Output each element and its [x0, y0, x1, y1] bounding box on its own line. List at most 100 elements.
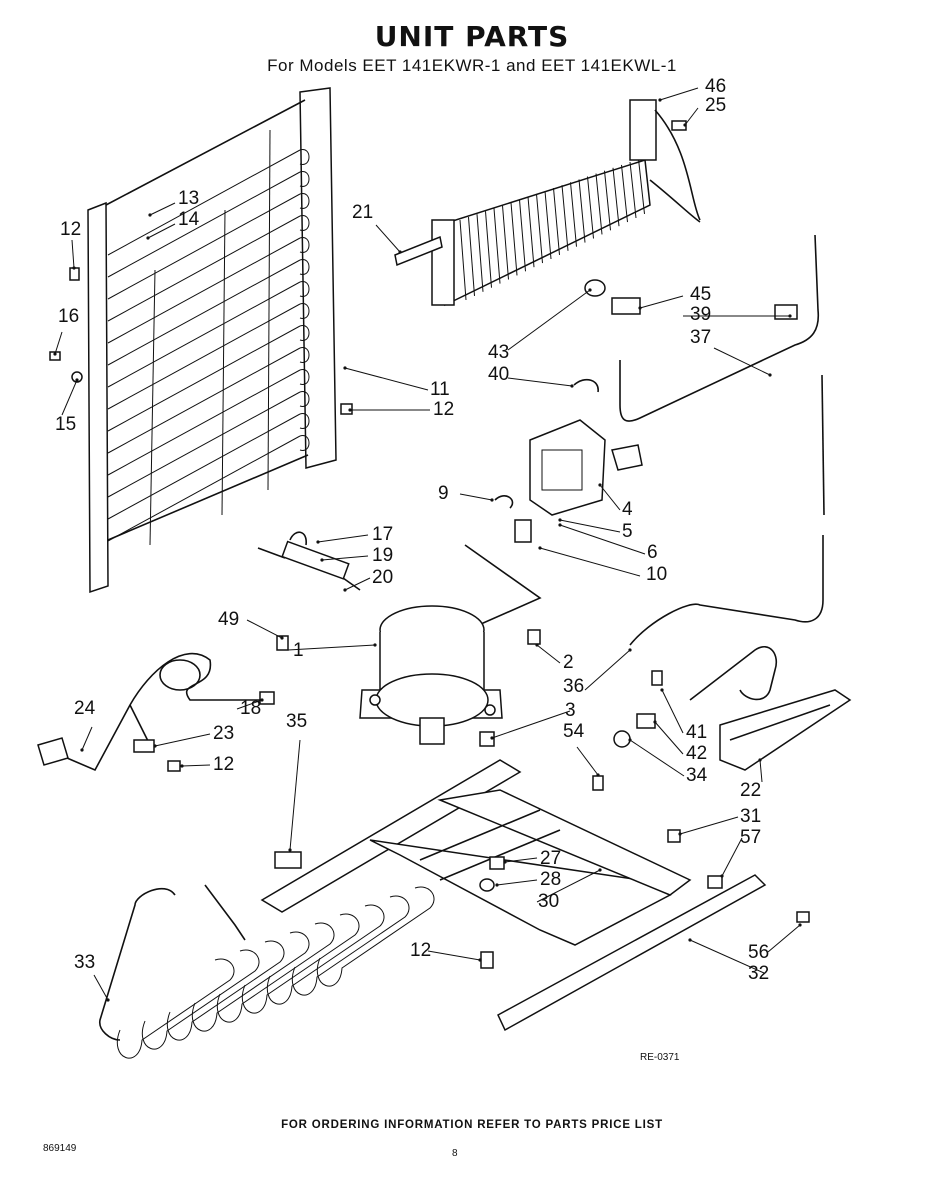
leader-line — [599, 484, 621, 511]
callout-12: 12 — [433, 399, 454, 420]
callout-12: 12 — [213, 754, 234, 775]
leader-arrow — [558, 523, 562, 527]
callout-49: 49 — [218, 609, 239, 630]
leader-line — [93, 974, 109, 1001]
callout-18: 18 — [240, 698, 261, 719]
leader-arrow — [146, 236, 150, 240]
leader-line — [61, 379, 78, 416]
callout-17: 17 — [372, 524, 393, 545]
leader-arrow — [503, 860, 507, 864]
leader-arrow — [153, 744, 157, 748]
leader-arrow — [598, 483, 602, 487]
callout-4: 4 — [622, 499, 633, 520]
leader-line — [689, 939, 765, 974]
callout-23: 23 — [213, 723, 234, 744]
leader-arrow — [538, 546, 542, 550]
callout-16: 16 — [58, 306, 79, 327]
part-callouts: 4625214539374340131412161511129456101719… — [55, 76, 769, 984]
leader-line — [147, 223, 176, 239]
evaporator-coil — [394, 99, 701, 307]
leader-line — [491, 710, 571, 739]
leader-arrow — [558, 518, 562, 522]
leader-arrow — [628, 648, 632, 652]
callout-45: 45 — [690, 284, 711, 305]
lower-condenser-coil — [99, 884, 435, 1059]
leader-arrow — [768, 373, 772, 377]
leader-line — [317, 534, 369, 543]
leader-line — [654, 721, 684, 755]
callout-28: 28 — [540, 869, 561, 890]
leader-line — [71, 239, 75, 269]
leader-line — [629, 739, 685, 777]
callout-6: 6 — [647, 542, 658, 563]
leader-arrow — [798, 923, 802, 927]
leader-arrow — [343, 366, 347, 370]
leader-line — [713, 347, 771, 376]
leader-line — [236, 699, 263, 710]
leader-line — [344, 577, 371, 591]
callout-22: 22 — [740, 780, 761, 801]
callout-19: 19 — [372, 545, 393, 566]
callout-32: 32 — [748, 963, 769, 984]
leader-arrow — [658, 98, 662, 102]
leader-arrow — [288, 848, 292, 852]
callout-25: 25 — [705, 95, 726, 116]
leader-line — [375, 224, 401, 253]
leader-arrow — [320, 558, 324, 562]
leader-line — [639, 295, 684, 309]
callout-30: 30 — [538, 891, 559, 912]
mounting-rail — [497, 689, 852, 1032]
ordering-note: FOR ORDERING INFORMATION REFER TO PARTS … — [281, 1119, 663, 1131]
leader-line — [661, 689, 684, 734]
leader-line — [149, 202, 176, 216]
leader-line — [81, 726, 93, 751]
leader-line — [507, 377, 573, 387]
leader-arrow — [478, 958, 482, 962]
leader-arrow — [490, 498, 494, 502]
callout-39: 39 — [690, 304, 711, 325]
callout-56: 56 — [748, 942, 769, 963]
callout-14: 14 — [178, 209, 200, 230]
callout-34: 34 — [686, 765, 708, 786]
leader-arrow — [535, 643, 539, 647]
leader-arrow — [720, 874, 724, 878]
callout-43: 43 — [488, 342, 509, 363]
leader-line — [321, 555, 369, 561]
leader-arrow — [348, 408, 352, 412]
leader-line — [54, 331, 63, 355]
condenser-coil — [87, 87, 337, 594]
callout-3: 3 — [565, 700, 576, 721]
callout-20: 20 — [372, 567, 393, 588]
leader-line — [559, 519, 621, 533]
callout-36: 36 — [563, 676, 584, 697]
callout-12: 12 — [410, 940, 431, 961]
leader-arrow — [596, 773, 600, 777]
leader-line — [507, 289, 591, 351]
document-number: 869149 — [43, 1143, 77, 1154]
leader-arrow — [688, 938, 692, 942]
callout-33: 33 — [74, 952, 95, 973]
callout-46: 46 — [705, 76, 726, 97]
callout-31: 31 — [740, 806, 761, 827]
leader-lines — [53, 87, 802, 1002]
leader-arrow — [660, 688, 664, 692]
callout-10: 10 — [646, 564, 667, 585]
fasteners — [49, 120, 810, 969]
callout-15: 15 — [55, 414, 76, 435]
callout-24: 24 — [74, 698, 96, 719]
leader-line — [289, 739, 301, 851]
callout-40: 40 — [488, 364, 509, 385]
leader-line — [246, 619, 283, 639]
leader-line — [459, 493, 493, 501]
leader-line — [684, 107, 699, 126]
callout-1: 1 — [293, 640, 304, 661]
compressor — [359, 605, 503, 745]
leader-line — [287, 644, 376, 651]
leader-line — [344, 367, 429, 391]
leader-line — [679, 816, 739, 835]
leader-line — [584, 649, 631, 691]
leader-arrow — [106, 998, 110, 1002]
base-frame — [260, 759, 692, 946]
reference-code: RE-0371 — [640, 1052, 680, 1063]
callout-12: 12 — [60, 219, 81, 240]
